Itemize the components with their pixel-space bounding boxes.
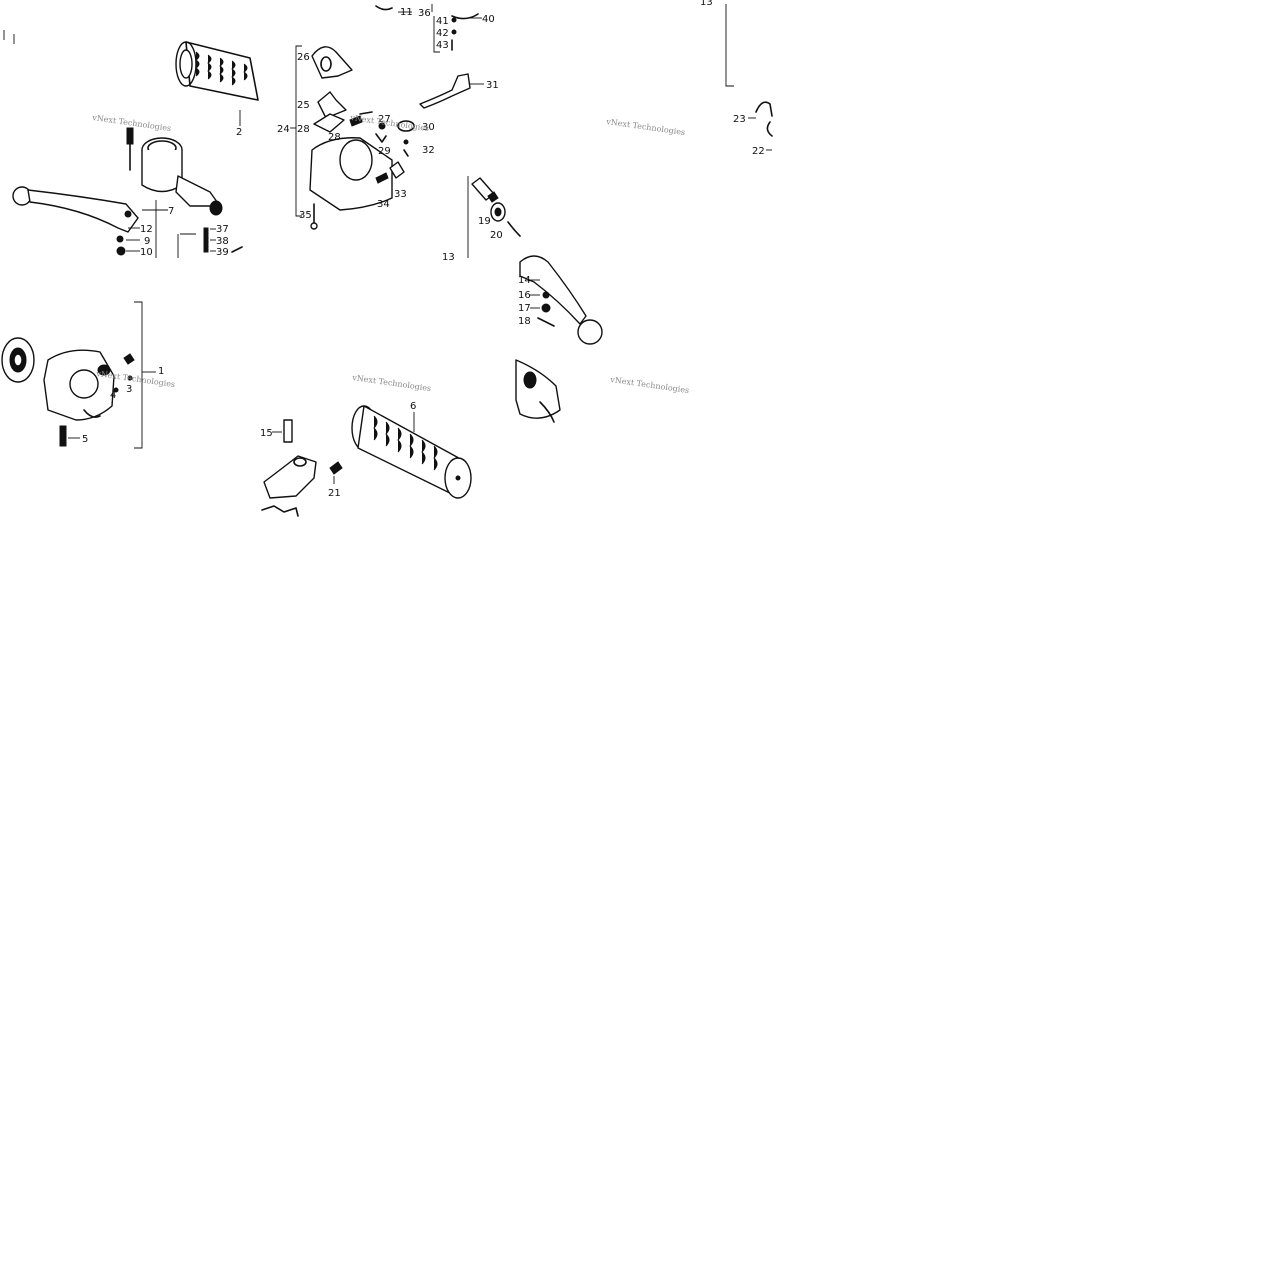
callout: 22 — [752, 146, 765, 157]
callout: 9 — [144, 236, 150, 247]
callout: 41 — [436, 16, 449, 27]
tile-throttle-grip — [261, 405, 472, 517]
callout: 1 — [158, 366, 164, 377]
callout: 16 — [518, 290, 531, 301]
callout: 21 — [328, 488, 341, 499]
callout: 11 — [400, 7, 413, 18]
cable-bracket — [419, 73, 471, 109]
watermark-text: vNext Technologies — [609, 375, 690, 395]
brake-lever — [12, 186, 243, 258]
tile-switch-housing — [290, 4, 484, 230]
callout: 25 — [297, 100, 310, 111]
callout: 5 — [82, 434, 88, 445]
callout: 12 — [140, 224, 153, 235]
callout: 36 — [418, 8, 431, 19]
callout: 24 — [277, 124, 290, 135]
callout: 13 — [442, 252, 455, 263]
callout: 13 — [700, 0, 713, 8]
callout: 17 — [518, 303, 531, 314]
callout: 34 — [377, 199, 390, 210]
callout: 20 — [490, 230, 503, 241]
callout: 7 — [168, 206, 174, 217]
callout: 32 — [422, 145, 435, 156]
watermark-text: vNext Technologies — [605, 117, 686, 137]
tile-clutch-lever — [467, 176, 603, 423]
master-cylinder-body — [126, 127, 223, 258]
callout: 40 — [482, 14, 495, 25]
callout: 30 — [422, 122, 435, 133]
callout: 31 — [486, 80, 499, 91]
callout: 38 — [216, 236, 229, 247]
callout: 42 — [436, 28, 449, 39]
callout: 29 — [378, 146, 391, 157]
callout: 28 — [297, 124, 310, 135]
scan-marks — [3, 30, 15, 44]
callout: 14 — [518, 275, 531, 286]
callout: 15 — [260, 428, 273, 439]
watermark-text: vNext Technologies — [351, 373, 432, 393]
tile-top-right — [725, 4, 773, 151]
callout: 26 — [297, 52, 310, 63]
callout: 33 — [394, 189, 407, 200]
callout-labels: 2 1 3 4 5 6 7 9 10 11 12 13 13 14 15 16 … — [82, 0, 765, 499]
callout: 27 — [378, 114, 391, 125]
callout: 18 — [518, 316, 531, 327]
callout: 4 — [110, 390, 116, 401]
callout: 2 — [236, 127, 242, 138]
callout: 43 — [436, 40, 449, 51]
tile-master-cylinder — [3, 30, 259, 258]
callout: 6 — [410, 401, 416, 412]
switch-knob — [311, 46, 353, 79]
callout: 39 — [216, 247, 229, 258]
callout: 19 — [478, 216, 491, 227]
callout: 10 — [140, 247, 153, 258]
callout: 23 — [733, 114, 746, 125]
callout: 3 — [126, 384, 132, 395]
grip-left-part — [175, 41, 259, 126]
clutch-lever — [519, 255, 587, 325]
callout: 28 — [328, 132, 341, 143]
callout: 35 — [299, 210, 312, 221]
callout: 37 — [216, 224, 229, 235]
tile-switch-box — [1, 301, 156, 449]
